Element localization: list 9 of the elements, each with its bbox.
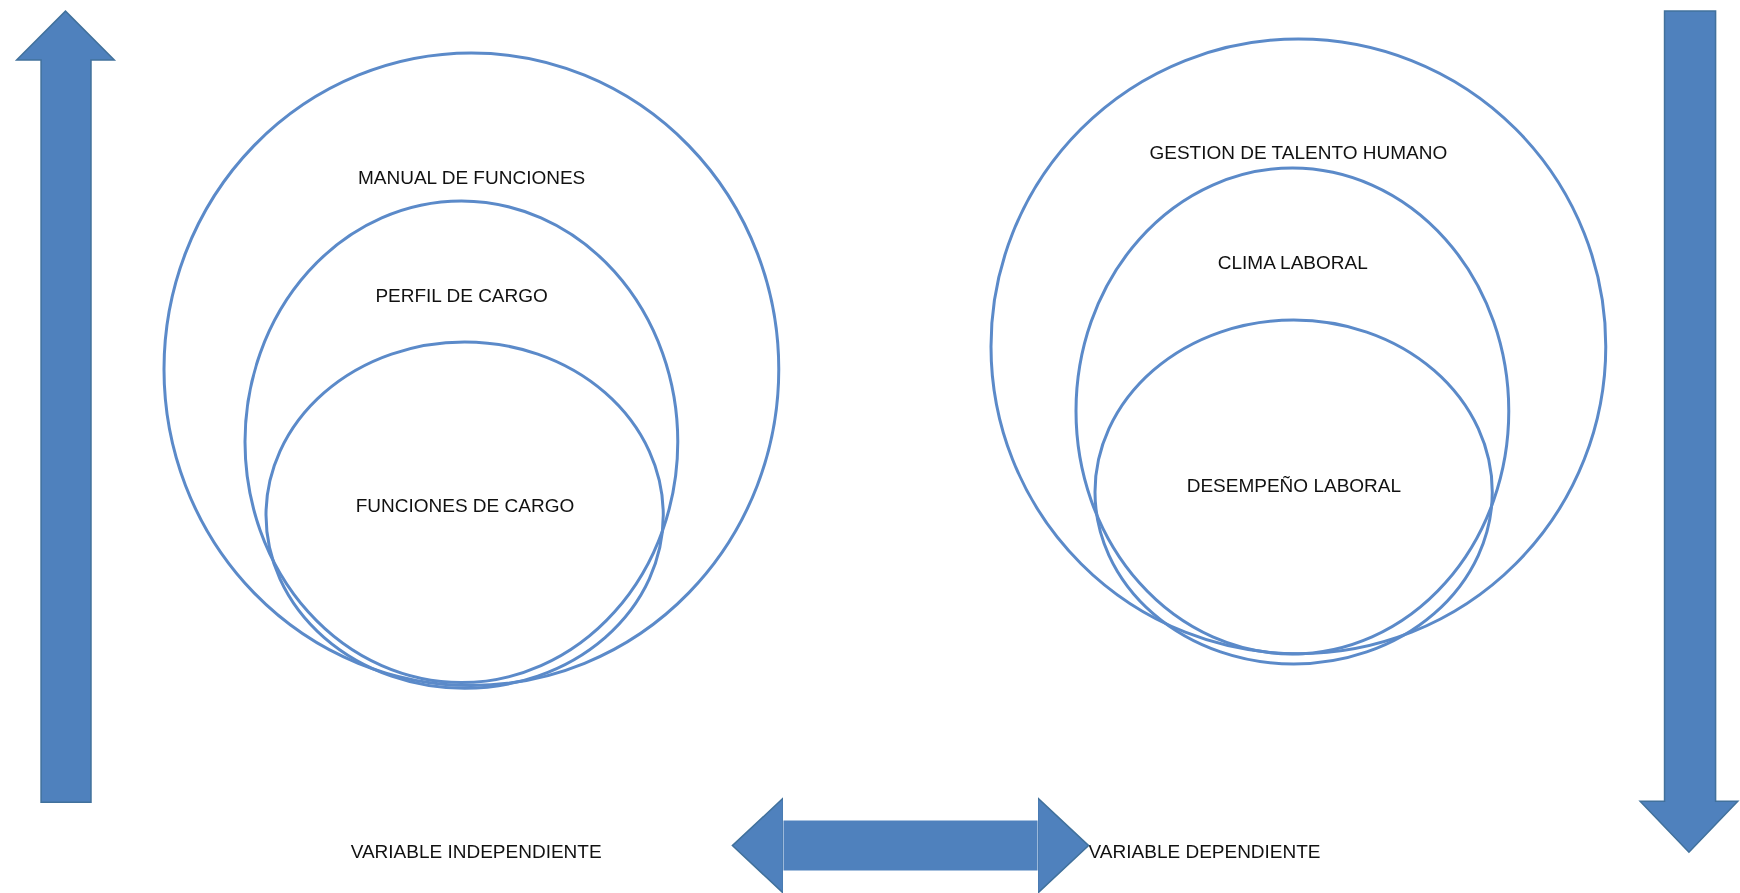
variable-label: VARIABLE DEPENDIENTE [1088,841,1422,868]
circle-label: DESEMPEÑO LABORAL [1186,475,1402,497]
circle-label: MANUAL DE FUNCIONES [357,166,586,189]
circle-label: GESTION DE TALENTO HUMANO [1149,142,1448,165]
double-arrow [731,797,1090,893]
circle-label: PERFIL DE CARGO [375,285,548,308]
variable-label: VARIABLE INDEPENDIENTE [350,841,733,868]
circle-label: CLIMA LABORAL [1217,251,1368,274]
circle-label: FUNCIONES DE CARGO [355,495,575,517]
